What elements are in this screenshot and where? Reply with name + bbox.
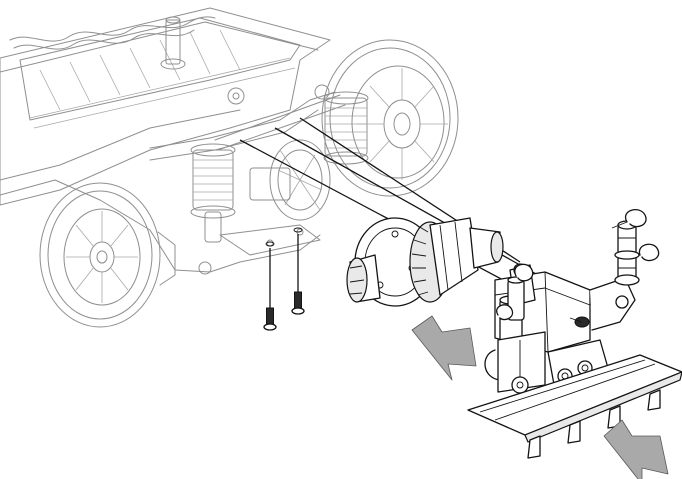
differential-gear (249, 139, 331, 221)
screw (263, 241, 277, 331)
motion-arrow (411, 315, 477, 381)
body-clip (611, 209, 660, 262)
rear-wing (467, 354, 682, 459)
rear-wheel (321, 39, 459, 197)
differential-gear (346, 217, 504, 307)
shock-absorber (190, 143, 236, 243)
body-clip (496, 304, 514, 321)
motion-arrow (603, 419, 669, 479)
body-post (614, 220, 640, 286)
front-wheel (39, 182, 176, 328)
chassis-outline (0, 7, 346, 275)
screw (291, 227, 305, 315)
